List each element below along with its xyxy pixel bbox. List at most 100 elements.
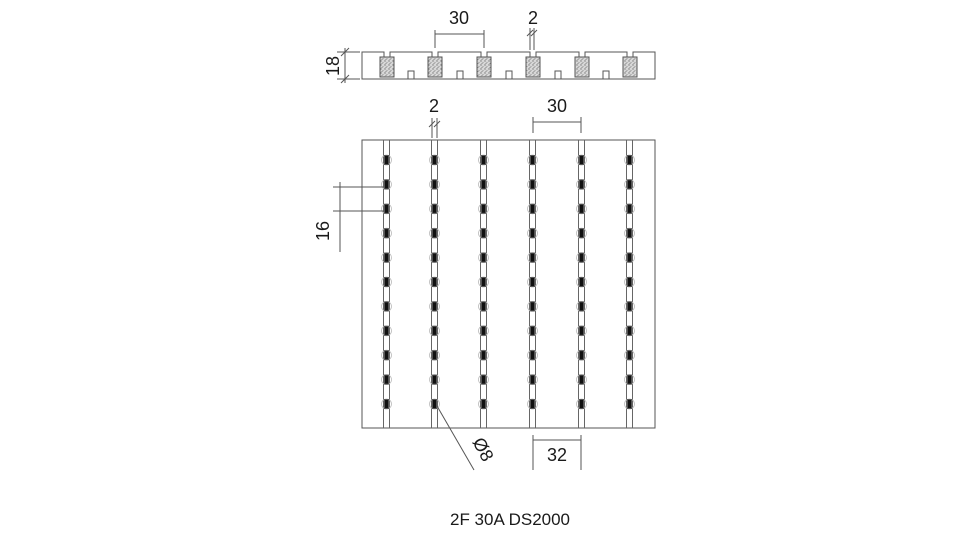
plan-insert-mark [384, 277, 389, 287]
plan-insert-mark [530, 325, 535, 336]
plan-insert-mark [530, 252, 535, 263]
dimension-width-plan [532, 435, 582, 470]
plan-insert-mark [384, 203, 389, 214]
plan-insert-mark [627, 301, 632, 312]
plan-insert-mark [579, 228, 584, 239]
plan-bar [527, 140, 538, 428]
plan-insert-mark [530, 155, 535, 165]
plan-insert-mark [627, 350, 632, 361]
plan-bar [429, 140, 440, 428]
plan-insert-mark [530, 374, 535, 385]
plan-insert-mark [481, 252, 486, 263]
section-small-notches [407, 70, 610, 79]
plan-bar [381, 140, 392, 428]
plan-insert-mark [432, 374, 437, 385]
plan-insert-mark [481, 277, 486, 287]
plan-insert-mark [481, 399, 486, 409]
plan-insert-mark [384, 179, 389, 190]
plan-insert-mark [530, 399, 535, 409]
plan-insert-mark [579, 350, 584, 361]
dimension-slot-section [526, 28, 538, 50]
plan-hole-pitch-label: 16 [313, 221, 333, 241]
plan-insert-mark [627, 155, 632, 165]
dimension-height [337, 47, 360, 84]
plan-insert-mark [627, 228, 632, 239]
plan-insert-mark [384, 374, 389, 385]
plan-insert-mark [530, 179, 535, 190]
plan-insert-mark [627, 252, 632, 263]
plan-insert-mark [384, 228, 389, 239]
plan-insert-mark [579, 155, 584, 165]
section-insert [427, 56, 443, 78]
plan-view [333, 117, 656, 471]
plan-insert-mark [432, 277, 437, 287]
plan-bars [381, 140, 635, 428]
plan-insert-mark [432, 325, 437, 336]
dimension-pitch-plan [532, 117, 582, 133]
section-pitch-label: 30 [449, 8, 469, 28]
section-insert [574, 56, 590, 78]
plan-insert-mark [627, 325, 632, 336]
plan-insert-mark [384, 301, 389, 312]
plan-bar [576, 140, 587, 428]
plan-insert-mark [579, 325, 584, 336]
plan-insert-mark [432, 155, 437, 165]
section-slot-label: 2 [528, 8, 538, 28]
section-view [337, 28, 656, 84]
drawing-caption: 2F 30A DS2000 [450, 510, 570, 529]
plan-insert-mark [627, 203, 632, 214]
plan-insert-mark [481, 350, 486, 361]
plan-insert-mark [627, 399, 632, 409]
section-insert [476, 56, 492, 78]
section-inserts [379, 56, 638, 78]
dimension-pitch-section [434, 30, 485, 48]
plan-insert-mark [481, 301, 486, 312]
dimension-hole-pitch [333, 182, 384, 252]
plan-insert-mark [627, 277, 632, 287]
plan-insert-mark [432, 179, 437, 190]
plan-insert-mark [481, 374, 486, 385]
plan-insert-mark [384, 155, 389, 165]
section-insert [379, 56, 395, 78]
plan-insert-mark [384, 252, 389, 263]
plan-insert-mark [384, 350, 389, 361]
plan-bar [624, 140, 635, 428]
plan-insert-mark [384, 399, 389, 409]
plan-insert-mark [579, 179, 584, 190]
plan-insert-mark [432, 203, 437, 214]
plan-insert-mark [579, 203, 584, 214]
plan-insert-mark [530, 301, 535, 312]
section-outline [361, 51, 656, 80]
plan-insert-mark [481, 155, 486, 165]
plan-bar [478, 140, 489, 428]
plan-pitch-label: 30 [547, 96, 567, 116]
plan-insert-mark [432, 350, 437, 361]
plan-insert-mark [481, 325, 486, 336]
plan-insert-mark [627, 179, 632, 190]
dimension-slot-plan [428, 118, 441, 138]
plan-insert-mark [627, 374, 632, 385]
section-insert [525, 56, 541, 78]
plan-insert-mark [530, 277, 535, 287]
plan-insert-mark [579, 374, 584, 385]
plan-outline [361, 139, 656, 429]
section-insert [622, 56, 638, 78]
plan-insert-mark [481, 228, 486, 239]
plan-insert-mark [432, 301, 437, 312]
plan-slot-label: 2 [429, 96, 439, 116]
plan-insert-mark [579, 277, 584, 287]
plan-insert-mark [432, 399, 437, 409]
plan-insert-mark [579, 252, 584, 263]
section-height-label: 18 [323, 56, 343, 76]
plan-insert-mark [432, 228, 437, 239]
plan-insert-mark [432, 252, 437, 263]
plan-insert-mark [481, 203, 486, 214]
plan-width-label: 32 [547, 445, 567, 465]
plan-insert-mark [481, 179, 486, 190]
plan-insert-mark [384, 325, 389, 336]
plan-insert-mark [579, 301, 584, 312]
diameter-leader [436, 405, 475, 471]
plan-insert-mark [579, 399, 584, 409]
